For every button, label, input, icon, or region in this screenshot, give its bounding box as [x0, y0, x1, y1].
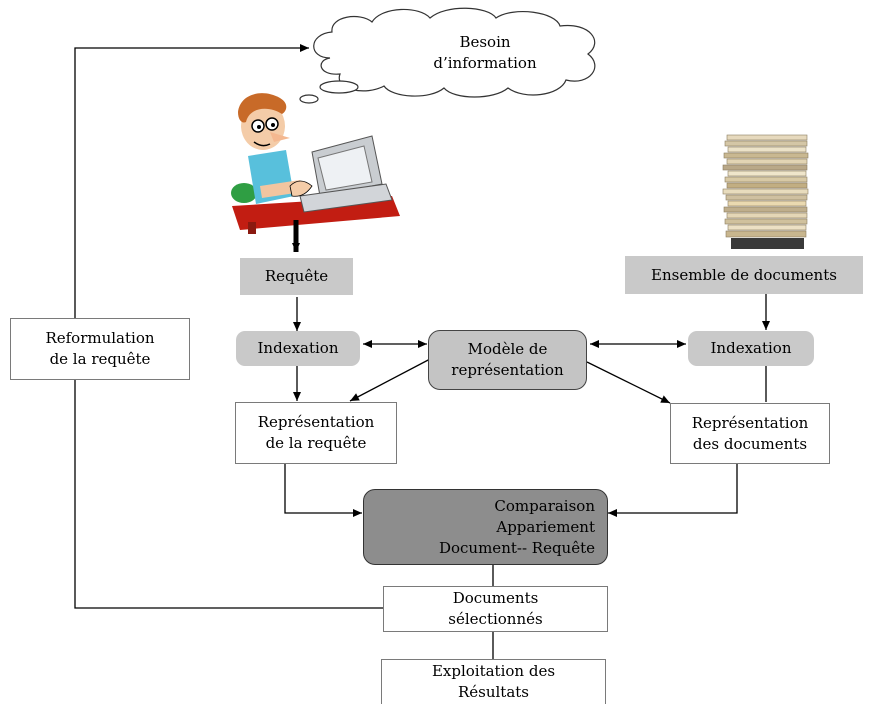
results-exploitation-box: Exploitation des Résultats: [381, 659, 606, 704]
user-at-computer-icon: [231, 93, 400, 234]
thought-cloud: [299, 7, 596, 104]
comparison-matching-box: Comparaison Appariement Document-- Requê…: [363, 489, 608, 565]
model-to-doc-rep-arrow: [586, 361, 671, 404]
query-representation-box: Représentation de la requête: [235, 402, 397, 464]
query-box: Requête: [240, 258, 353, 295]
document-stack-icon: [722, 134, 809, 249]
document-set-box: Ensemble de documents: [625, 256, 863, 294]
doc-rep-to-compare-arrow: [608, 464, 738, 517]
information-need-label: Besoin d’information: [433, 33, 537, 72]
indexation-right-box: Indexation: [688, 331, 814, 366]
query-rep-to-compare-arrow: [284, 464, 362, 517]
selected-documents-box: Documents sélectionnés: [383, 586, 608, 632]
indexation-left-box: Indexation: [236, 331, 360, 366]
document-representation-box: Représentation des documents: [670, 403, 830, 464]
reformulation-box: Reformulation de la requête: [10, 318, 190, 380]
model-to-query-rep-arrow: [349, 357, 433, 402]
representation-model-box: Modèle de représentation: [428, 330, 587, 390]
